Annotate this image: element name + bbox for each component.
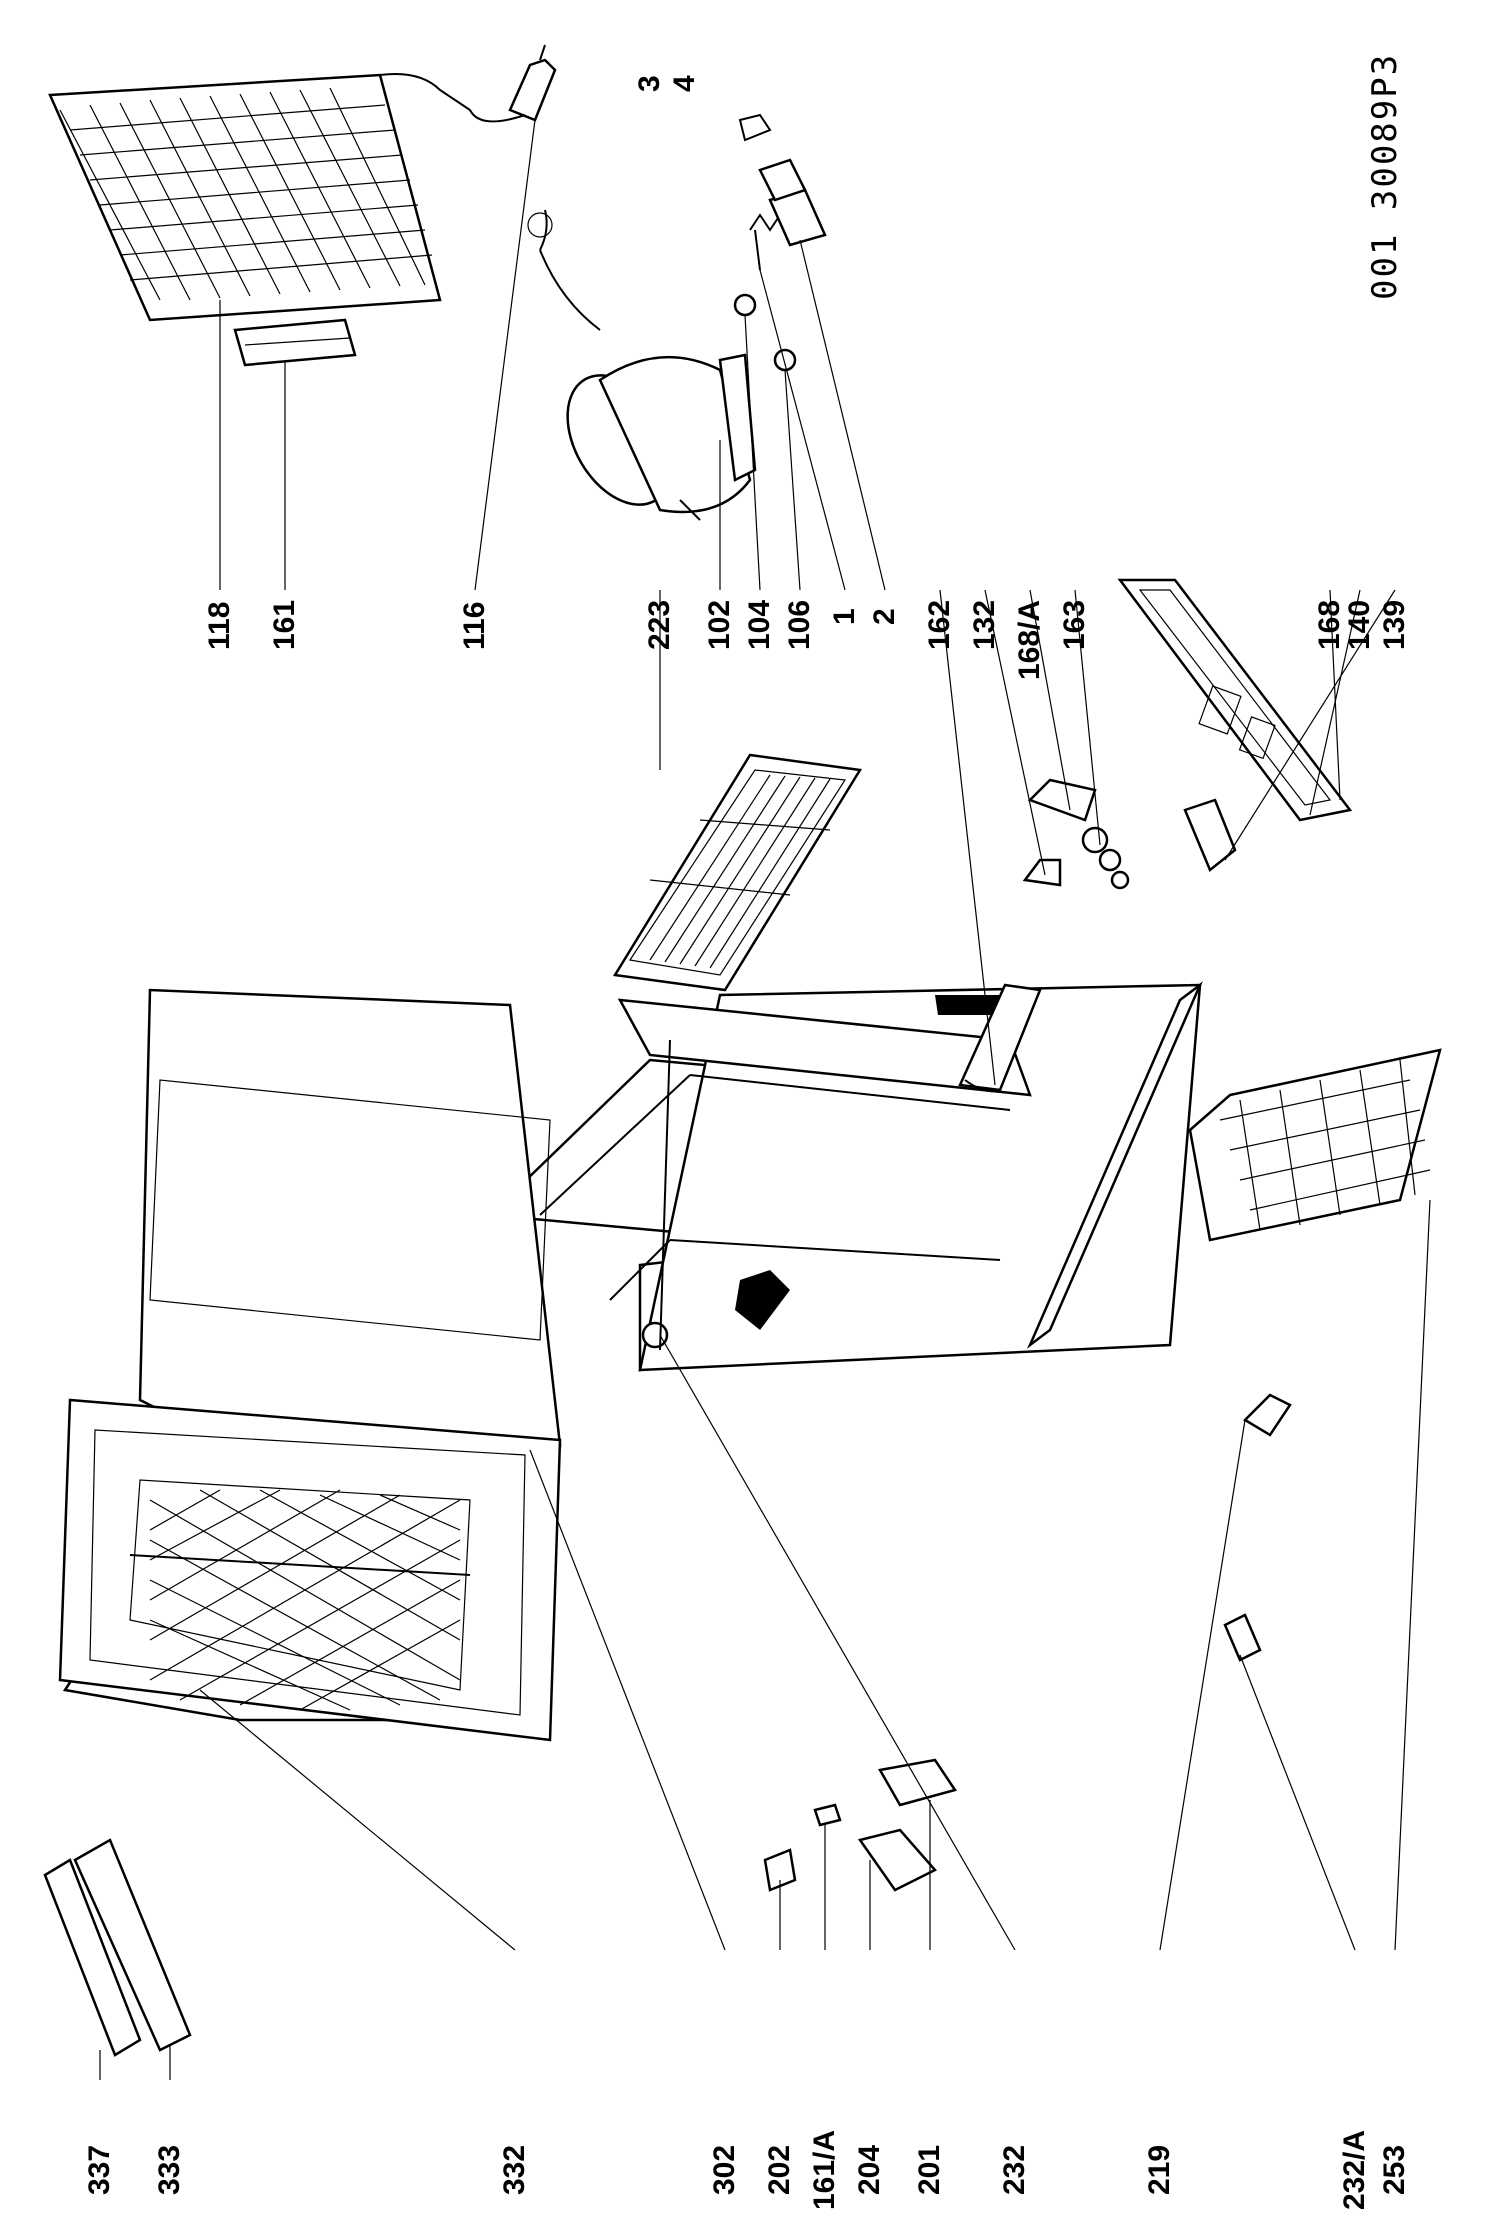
callout-204: 204 xyxy=(853,2144,886,2195)
cabinet-body xyxy=(487,981,1204,1372)
callout-232a: 232/A xyxy=(1338,2129,1371,2210)
callout-333: 333 xyxy=(153,2144,186,2195)
callout-201: 201 xyxy=(913,2144,946,2195)
callout-161: 161 xyxy=(268,599,301,650)
condenser-coil xyxy=(48,73,471,322)
callout-139: 139 xyxy=(1378,599,1411,650)
callout-140: 140 xyxy=(1343,599,1376,650)
callout-219: 219 xyxy=(1143,2144,1176,2195)
callout-232: 232 xyxy=(998,2144,1031,2195)
callout-161a: 161/A xyxy=(808,2129,841,2210)
callout-2: 2 xyxy=(868,608,901,625)
callout-253: 253 xyxy=(1378,2144,1411,2195)
callout-104: 104 xyxy=(743,599,776,650)
callout-3: 3 xyxy=(633,75,666,92)
compressor xyxy=(527,209,757,521)
callout-223: 223 xyxy=(643,599,676,650)
callout-106: 106 xyxy=(783,599,816,650)
leader-lines xyxy=(99,119,1431,2080)
callout-163: 163 xyxy=(1058,599,1091,650)
callout-132: 132 xyxy=(968,599,1001,650)
callout-337: 337 xyxy=(83,2144,116,2195)
callout-1: 1 xyxy=(828,608,861,625)
evaporator-grill xyxy=(612,753,863,992)
callout-302: 302 xyxy=(708,2144,741,2195)
callout-4: 4 xyxy=(668,75,701,92)
relay-parts xyxy=(733,113,827,372)
thermostat-parts xyxy=(1022,778,1130,890)
door-gasket-frame xyxy=(149,1079,551,1341)
callout-116: 116 xyxy=(458,601,491,650)
wire-basket xyxy=(1188,1048,1442,1242)
door-handle-parts xyxy=(43,1838,192,2057)
condenser-bracket xyxy=(233,318,357,367)
drier-filter xyxy=(469,44,557,123)
callout-168a: 168/A xyxy=(1013,599,1046,680)
callout-162: 162 xyxy=(923,599,956,650)
small-parts xyxy=(763,1393,1292,1892)
callout-102: 102 xyxy=(703,599,736,650)
callout-202: 202 xyxy=(763,2144,796,2195)
callout-118: 118 xyxy=(203,601,236,650)
callout-168: 168 xyxy=(1313,599,1346,650)
document-reference: 001 30089P3 xyxy=(1365,52,1405,300)
handle xyxy=(958,983,1042,1093)
callout-332: 332 xyxy=(498,2144,531,2195)
door-assembly xyxy=(58,988,562,1742)
control-panel xyxy=(1117,578,1353,873)
